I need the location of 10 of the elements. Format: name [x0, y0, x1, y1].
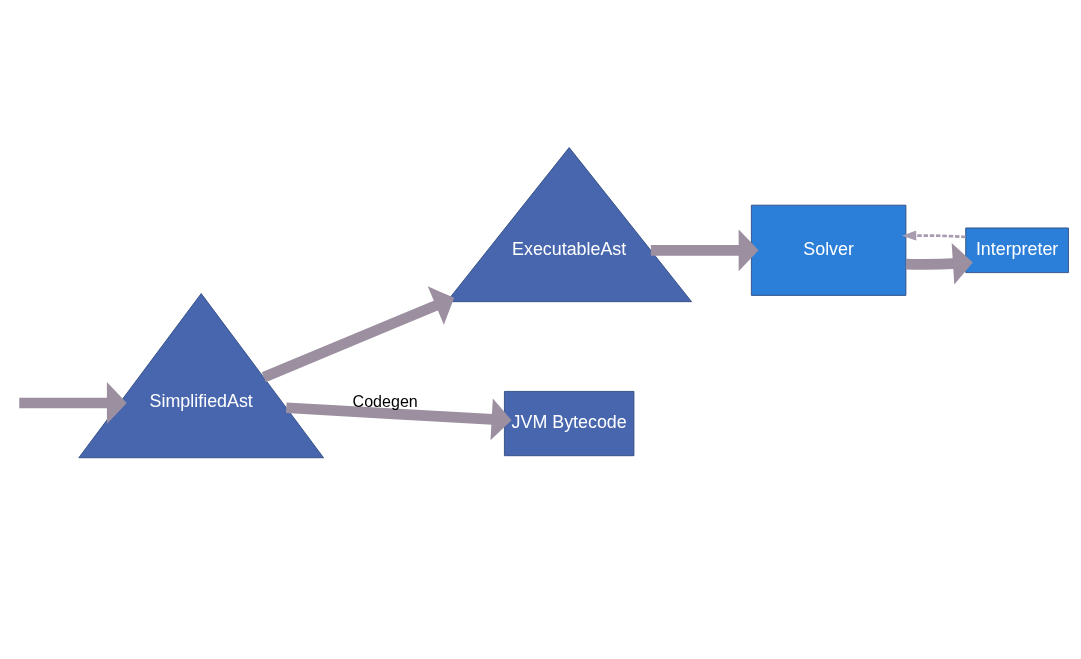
arrow	[901, 230, 966, 241]
node-box: Solver	[750, 204, 907, 296]
arrow	[286, 397, 512, 440]
arrow	[19, 381, 127, 424]
arrow	[261, 285, 455, 382]
edge-label: Codegen	[352, 391, 418, 410]
node-box: Interpreter	[965, 227, 1069, 273]
arrow	[650, 228, 759, 271]
arrow	[905, 242, 973, 285]
node-box: JVM Bytecode	[503, 390, 635, 456]
